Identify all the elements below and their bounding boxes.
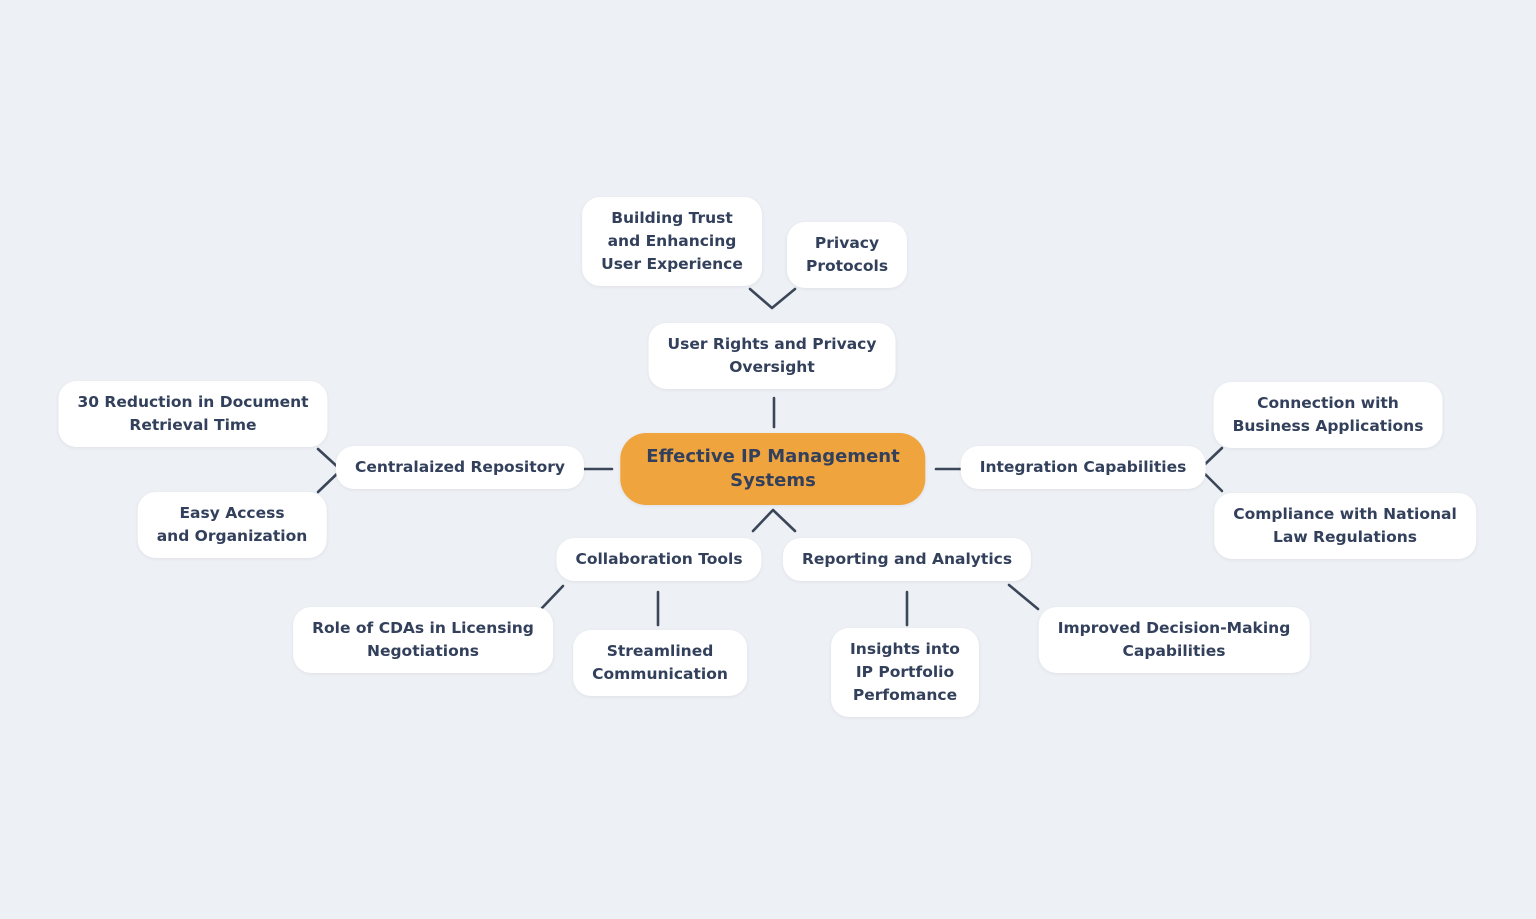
connector-caret-bottom — [751, 508, 797, 533]
node-collaboration-tools[interactable]: Collaboration Tools — [556, 538, 762, 581]
node-building-trust[interactable]: Building Trust and Enhancing User Experi… — [582, 197, 762, 286]
node-reporting-analytics[interactable]: Reporting and Analytics — [782, 538, 1032, 581]
node-central-topic[interactable]: Effective IP Management Systems — [620, 433, 926, 505]
node-easy-access[interactable]: Easy Access and Organization — [137, 492, 327, 558]
node-compliance-national[interactable]: Compliance with National Law Regulations — [1214, 493, 1476, 559]
connector-reporting-improved — [1007, 583, 1040, 611]
node-connection-business[interactable]: Connection with Business Applications — [1213, 382, 1443, 448]
node-user-rights[interactable]: User Rights and Privacy Oversight — [648, 323, 896, 389]
node-integration-capabilities[interactable]: Integration Capabilities — [960, 446, 1206, 489]
node-insights-portfolio[interactable]: Insights into IP Portfolio Perfomance — [831, 628, 979, 717]
node-reduction-time[interactable]: 30 Reduction in Document Retrieval Time — [58, 381, 328, 447]
node-streamlined-communication[interactable]: Streamlined Communication — [573, 630, 747, 696]
node-privacy-protocols[interactable]: Privacy Protocols — [786, 222, 908, 288]
node-improved-decision[interactable]: Improved Decision-Making Capabilities — [1038, 607, 1310, 673]
connector-chevron-top — [748, 287, 797, 310]
connector-collab-rolecdas — [540, 584, 565, 610]
node-centralized-repository[interactable]: Centralaized Repository — [335, 446, 585, 489]
node-role-cdas[interactable]: Role of CDAs in Licensing Negotiations — [293, 607, 553, 673]
